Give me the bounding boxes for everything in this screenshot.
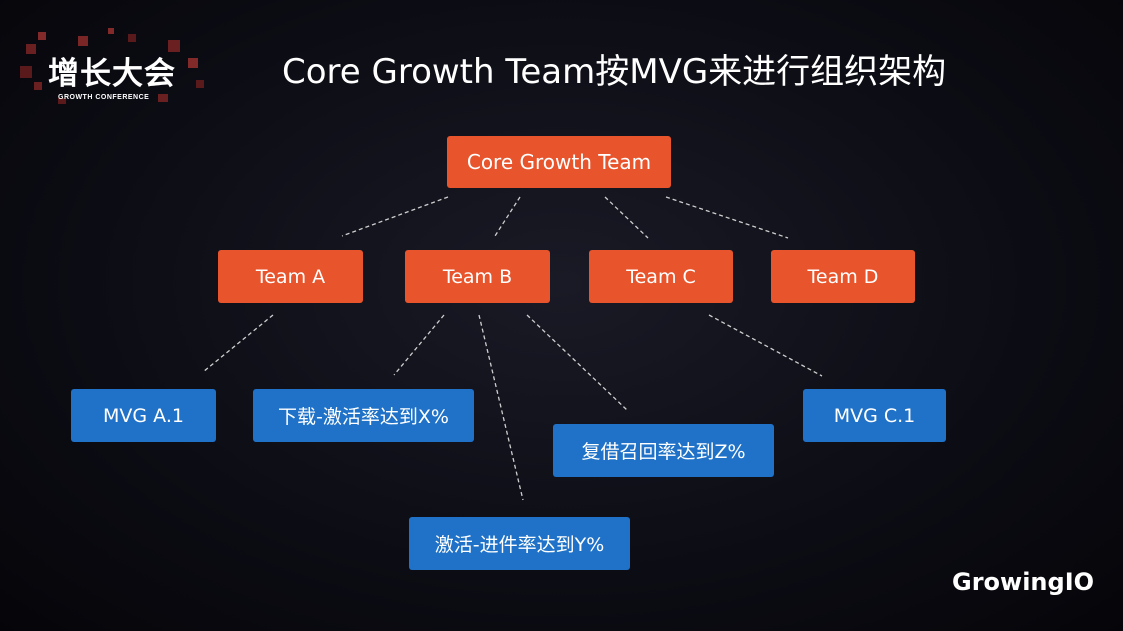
mvg-c1-node: MVG C.1 [803,389,946,442]
connector-root-team-d [665,196,789,239]
team-d-node: Team D [771,250,915,303]
team-a-node: Team A [218,250,363,303]
logo-subtitle: GROWTH CONFERENCE [58,94,150,101]
mvg-recall-node: 复借召回率达到Z% [553,424,774,477]
connector-root-team-a [341,196,449,237]
connector-team-b-mvg-activation [478,314,524,501]
team-b-node: Team B [405,250,550,303]
page-title: Core Growth Team按MVG来进行组织架构 [282,52,947,92]
conference-logo: 增长大会 GROWTH CONFERENCE [18,14,208,106]
connector-team-b-mvg-recall [526,314,628,411]
connector-team-b-mvg-download [393,314,445,376]
connector-root-team-c [604,196,649,239]
logo-title: 增长大会 [48,56,176,92]
mvg-a1-node: MVG A.1 [71,389,216,442]
mvg-activation-application-node: 激活-进件率达到Y% [409,517,630,570]
team-c-node: Team C [589,250,733,303]
root-node: Core Growth Team [447,136,671,188]
connector-team-a-mvg-a1 [202,314,274,373]
connector-root-team-b [494,196,521,237]
mvg-download-activation-node: 下载-激活率达到X% [253,389,474,442]
connector-team-c-mvg-c1 [708,314,823,377]
growingio-logo: GrowingIO [952,568,1095,596]
